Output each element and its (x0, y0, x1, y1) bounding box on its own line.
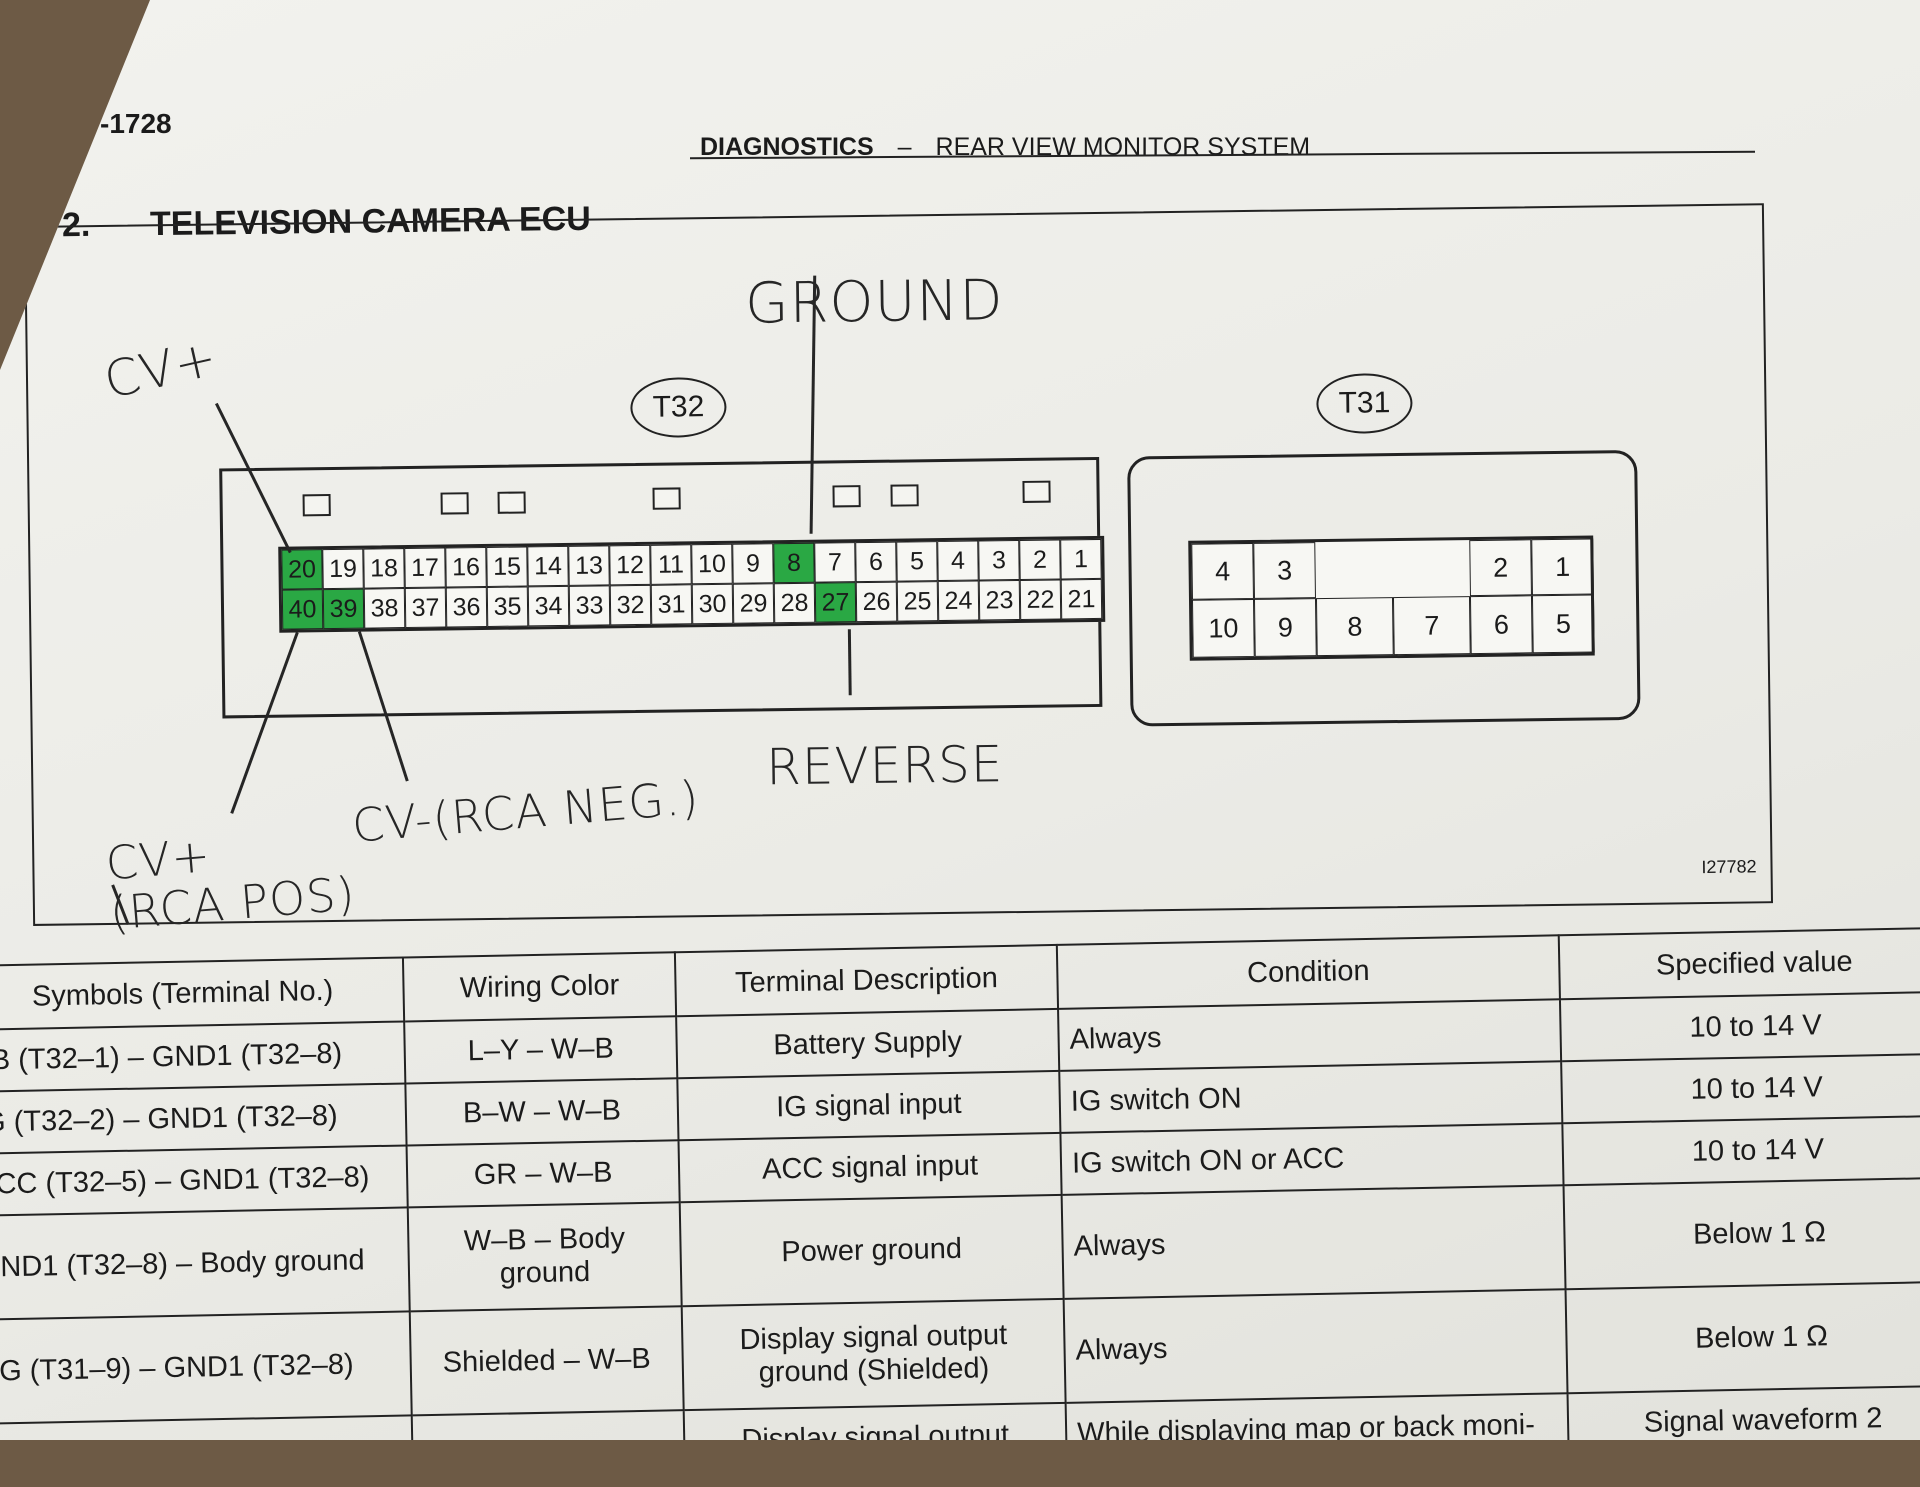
cell-symbols: VG (T31–9) – GND1 (T32–8) (0, 1311, 412, 1424)
cell-description: ACC signal input (678, 1132, 1062, 1203)
cell-wiring: Shielded – W–B (409, 1306, 684, 1416)
cell-value: Signal waveform 2 (1567, 1385, 1920, 1440)
figure-id: I27782 (1701, 856, 1757, 878)
cell-condition: IG switch ON or ACC (1060, 1123, 1564, 1195)
terminal-table: Symbols (Terminal No.) Wiring Color Term… (0, 927, 1920, 1440)
cell-symbols: IG (T32–2) – GND1 (T32–8) (0, 1083, 407, 1154)
handwritten-leader-lines (111, 275, 852, 926)
annotation-ground: GROUND (744, 268, 1004, 337)
manual-page: -1728 DIAGNOSTICS–REAR VIEW MONITOR SYST… (0, 0, 1920, 1440)
cell-condition: Always (1058, 999, 1562, 1071)
column-header: Specified value (1558, 927, 1920, 1000)
cell-value: Below 1 Ω (1563, 1177, 1920, 1290)
page-number: -1728 (100, 108, 172, 139)
cell-description-line1: Display signal output (739, 1318, 1008, 1357)
cell-condition: IG switch ON (1059, 1061, 1563, 1133)
cell-description: Battery Supply (676, 1008, 1060, 1079)
cell-wiring: B–W – W–B (405, 1078, 679, 1146)
cell-wiring: L–Y – W–B (404, 1016, 678, 1084)
cell-condition: While displaying map or back moni- (1065, 1393, 1569, 1440)
header-separator: – (897, 133, 912, 161)
cell-description: IG signal input (677, 1070, 1061, 1141)
cell-wiring-line1: W–B – Body (463, 1222, 626, 1258)
column-header: Condition (1056, 935, 1560, 1009)
annotation-cv-pos: CV+ (RCA POS) (104, 818, 358, 940)
column-header: Wiring Color (402, 952, 677, 1022)
annotation-reverse: REVERSE (765, 735, 1004, 797)
cell-symbols: GND1 (T32–8) – Body ground (0, 1207, 410, 1320)
column-header: Symbols (Terminal No.) (0, 957, 405, 1030)
cell-description: Display signal output (683, 1402, 1067, 1440)
cell-value: Below 1 Ω (1565, 1281, 1920, 1394)
cell-symbols (0, 1415, 413, 1440)
cell-symbols: +B (T32–1) – GND1 (T32–8) (0, 1021, 406, 1092)
cell-wiring (411, 1410, 685, 1440)
cell-condition: Always (1063, 1289, 1568, 1403)
cell-description-line2: ground (Shielded) (758, 1352, 990, 1389)
column-header: Terminal Description (674, 944, 1059, 1017)
cell-symbols: ACC (T32–5) – GND1 (T32–8) (0, 1145, 408, 1216)
cell-condition: Always (1061, 1185, 1566, 1299)
cell-wiring: GR – W–B (406, 1140, 680, 1208)
cell-value: 10 to 14 V (1559, 991, 1920, 1062)
cell-wiring-line2: ground (499, 1255, 591, 1290)
cell-description: Power ground (679, 1194, 1064, 1307)
cell-value: 10 to 14 V (1561, 1053, 1920, 1124)
cell-value: 10 to 14 V (1562, 1115, 1920, 1186)
